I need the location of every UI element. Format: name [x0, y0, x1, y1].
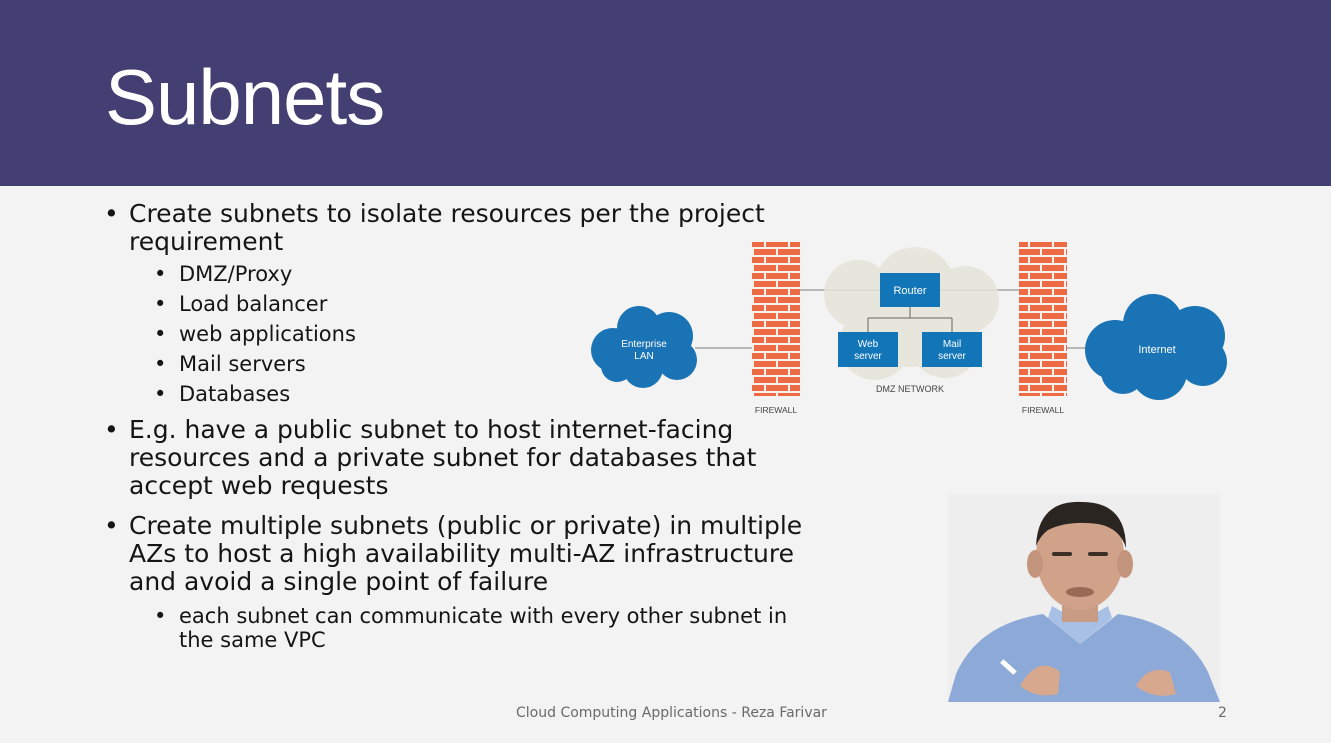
firewall-left	[752, 242, 800, 396]
firewall-right	[1019, 242, 1067, 396]
dmz-network-label: DMZ NETWORK	[876, 384, 944, 394]
sub-bullet-vpc: each subnet can communicate with every o…	[100, 604, 880, 652]
bullet-isolate-resources: Create subnets to isolate resources per …	[100, 200, 880, 256]
page-number: 2	[1218, 705, 1227, 721]
sub-bullet: Databases	[100, 382, 880, 406]
firewall-left-label: FIREWALL	[755, 405, 797, 415]
router-label: Router	[893, 285, 926, 297]
bullet-line: accept web requests	[129, 471, 389, 500]
dmz-network-diagram: Enterprise LAN Internet Router Web serve…	[591, 242, 1227, 415]
lan-label: LAN	[634, 351, 653, 362]
slide-title: Subnets	[105, 53, 385, 141]
sub-bullet: Mail servers	[100, 352, 880, 376]
sub-bullet: Load balancer	[100, 292, 880, 316]
web-server-label: server	[854, 351, 882, 362]
mail-label: Mail	[943, 339, 961, 350]
internet-cloud	[1085, 294, 1227, 400]
bullet-public-private-example: E.g. have a public subnet to host intern…	[100, 416, 880, 500]
bullet-line: AZs to host a high availability multi-AZ…	[129, 539, 794, 568]
bullet-line: Create subnets to isolate resources per …	[129, 199, 765, 228]
enterprise-label: Enterprise	[621, 339, 667, 350]
internet-label: Internet	[1138, 344, 1175, 356]
presenter-video	[948, 494, 1220, 702]
presenter-illustration	[948, 494, 1220, 702]
slide-footer: Cloud Computing Applications - Reza Fari…	[516, 705, 827, 721]
bullet-line: E.g. have a public subnet to host intern…	[129, 415, 734, 444]
web-label: Web	[858, 339, 879, 350]
title-bar	[0, 0, 1331, 186]
sub-bullet: DMZ/Proxy	[100, 262, 880, 286]
mail-server-label: server	[938, 351, 966, 362]
mail-server-box	[922, 332, 982, 367]
bullet-multi-az: Create multiple subnets (public or priva…	[100, 512, 880, 596]
bullet-line: requirement	[129, 227, 284, 256]
bullet-line: resources and a private subnet for datab…	[129, 443, 757, 472]
router-box	[880, 273, 940, 307]
bullet-line: Create multiple subnets (public or priva…	[129, 511, 803, 540]
bullet-line: the same VPC	[179, 628, 326, 652]
enterprise-lan-cloud	[591, 306, 697, 388]
web-server-box	[838, 332, 898, 367]
bullet-line: and avoid a single point of failure	[129, 567, 549, 596]
bullet-line: each subnet can communicate with every o…	[179, 604, 788, 628]
firewall-right-label: FIREWALL	[1022, 405, 1064, 415]
sub-bullet: web applications	[100, 322, 880, 346]
bullet-list: Create subnets to isolate resources per …	[100, 200, 880, 653]
